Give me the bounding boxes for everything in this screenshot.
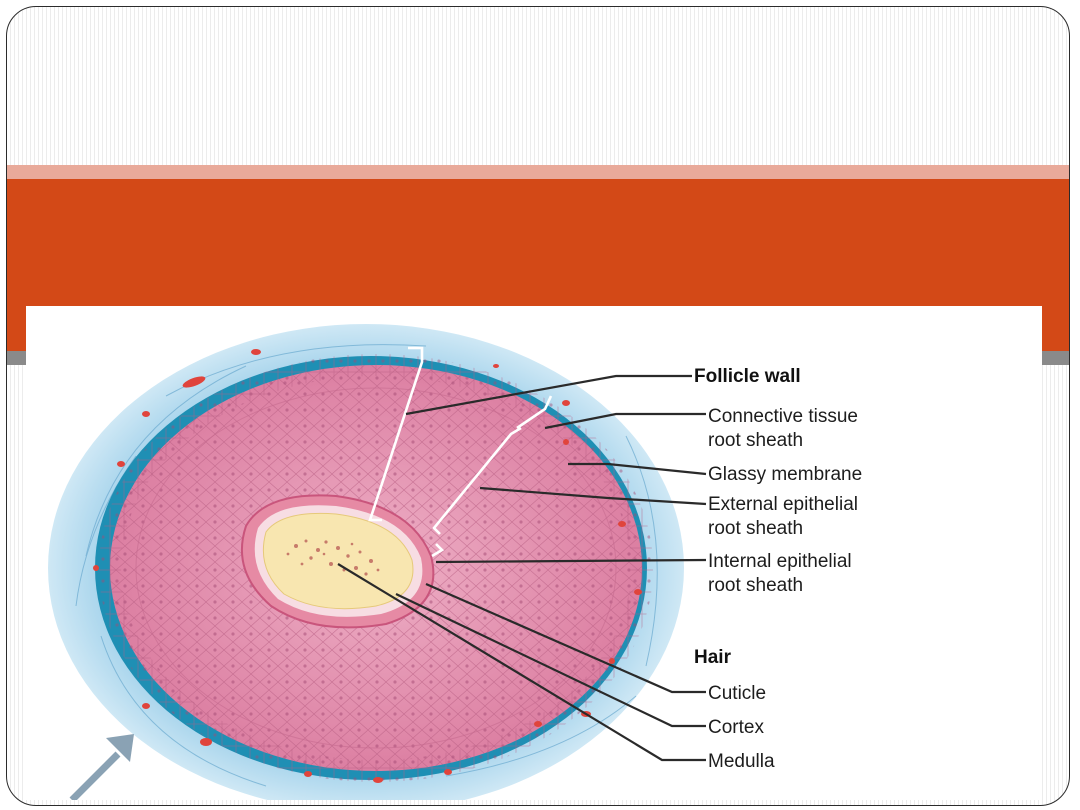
diagram-image-panel: Follicle wall Connective tissue root she… xyxy=(26,306,1042,800)
cortex-label: Cortex xyxy=(708,717,764,738)
hair-follicle-cross-section-diagram: Follicle wall Connective tissue root she… xyxy=(48,324,862,800)
follicle-wall-brackets xyxy=(368,346,553,558)
label-leader-lines xyxy=(337,374,707,762)
title-band-accent xyxy=(7,165,1069,179)
connective-tissue-label-line1: Connective tissue xyxy=(708,406,858,427)
cuticle-label: Cuticle xyxy=(708,683,766,704)
pointer-arrow xyxy=(69,734,134,800)
external-epithelial-label-line2: root sheath xyxy=(708,518,803,539)
glassy-membrane-label: Glassy membrane xyxy=(708,464,862,485)
internal-epithelial-label-line2: root sheath xyxy=(708,575,803,596)
follicle-wall-header: Follicle wall xyxy=(694,366,801,387)
hair-header: Hair xyxy=(694,647,732,668)
external-epithelial-label-line1: External epithelial xyxy=(708,494,858,515)
hair-shaft xyxy=(262,512,414,610)
internal-epithelial-label-line1: Internal epithelial xyxy=(708,551,852,572)
connective-tissue-label-line2: root sheath xyxy=(708,430,803,451)
medulla-label: Medulla xyxy=(708,751,775,772)
